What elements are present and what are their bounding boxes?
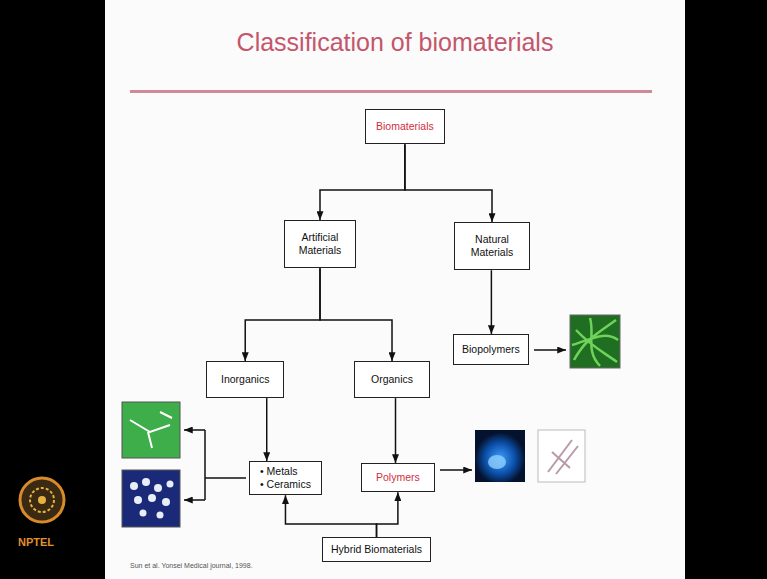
connector-arrow — [285, 495, 376, 537]
pointer-arrow — [534, 349, 566, 351]
logo-core — [38, 496, 46, 504]
node-text: Polymers — [376, 471, 420, 484]
image-frame — [475, 430, 525, 482]
nptel-logo — [20, 478, 64, 522]
image-frame — [122, 402, 180, 458]
class-box: • Metals• Ceramics — [249, 461, 322, 495]
class-box: Biopolymers — [453, 334, 529, 365]
connector-arrow — [320, 268, 392, 361]
ceramic-image — [122, 470, 180, 527]
pointer-line — [204, 430, 206, 500]
connector-arrow — [320, 144, 405, 220]
connector-arrow — [266, 398, 268, 461]
connector-arrow — [491, 270, 493, 334]
implant-sketch — [130, 412, 172, 448]
left-bar — [0, 0, 105, 579]
class-box: Biomaterials — [365, 109, 445, 144]
polymer-image — [475, 430, 525, 482]
metal-image — [122, 402, 180, 458]
class-box: Organics — [354, 361, 430, 398]
slide-ground — [105, 0, 685, 579]
image-frame — [570, 315, 620, 368]
granules — [130, 478, 174, 519]
image-frame — [122, 470, 180, 527]
right-bar — [685, 0, 767, 579]
implant-sketch — [548, 440, 578, 474]
node-text: • Ceramics — [260, 478, 311, 491]
node-text: Inorganics — [221, 373, 269, 386]
pointer-arrow — [184, 499, 205, 501]
node-text: Organics — [371, 373, 413, 386]
fiber — [572, 318, 618, 366]
class-box: Inorganics — [206, 361, 284, 398]
connector-arrow — [395, 398, 397, 463]
logo-ring — [30, 488, 54, 512]
title-rule — [130, 90, 652, 93]
class-box: Artificial Materials — [284, 220, 356, 268]
class-box: Polymers — [361, 463, 435, 492]
node-text: Biomaterials — [376, 120, 434, 133]
source-note: Sun et al. Yonsei Medical journal, 1998. — [130, 562, 253, 569]
polymer-image — [538, 430, 585, 482]
pointer-arrow — [184, 429, 205, 431]
pointer-line — [205, 477, 246, 479]
connector-arrow — [377, 492, 398, 537]
image-frame — [538, 430, 585, 482]
pointer-arrow — [440, 469, 472, 471]
logo-ring — [20, 478, 64, 522]
biopolymer-image — [570, 315, 620, 368]
connector-arrow — [405, 144, 492, 222]
logo-text: NPTEL — [18, 536, 54, 548]
connector-arrow — [245, 268, 320, 361]
class-box: Natural Materials — [454, 222, 530, 270]
lens-shape — [488, 455, 506, 469]
node-text: Artificial Materials — [289, 231, 351, 257]
slide-title: Classification of biomaterials — [105, 28, 685, 57]
node-text: Hybrid Biomaterials — [331, 543, 422, 556]
node-text: Natural Materials — [459, 233, 525, 259]
class-box: Hybrid Biomaterials — [322, 537, 431, 562]
node-text: Biopolymers — [462, 343, 520, 356]
node-text: • Metals — [260, 465, 311, 478]
pointer-arrows — [184, 430, 246, 500]
